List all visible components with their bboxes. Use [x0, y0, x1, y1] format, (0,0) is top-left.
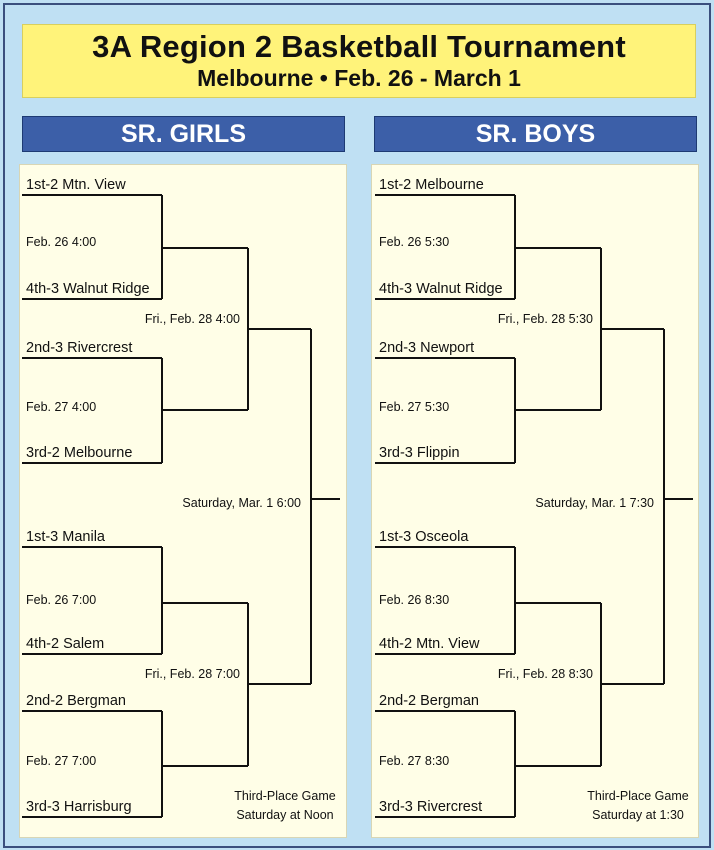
team-name: 3rd-3 Harrisburg — [26, 799, 132, 815]
team-name: 3rd-3 Rivercrest — [379, 799, 482, 815]
team-name: 3rd-3 Flippin — [379, 445, 460, 461]
team-name: 4th-3 Walnut Ridge — [26, 281, 150, 297]
team-name: 1st-2 Melbourne — [379, 177, 484, 193]
boys-heading: SR. BOYS — [374, 116, 697, 152]
round1-date: Feb. 27 4:00 — [26, 400, 96, 414]
team-name: 3rd-2 Melbourne — [26, 445, 132, 461]
semifinal-date: Fri., Feb. 28 5:30 — [498, 312, 593, 326]
team-name: 1st-2 Mtn. View — [26, 177, 126, 193]
round1-date: Feb. 27 5:30 — [379, 400, 449, 414]
team-name: 4th-3 Walnut Ridge — [379, 281, 503, 297]
round1-date: Feb. 27 8:30 — [379, 754, 449, 768]
team-name: 2nd-3 Newport — [379, 340, 474, 356]
round1-date: Feb. 26 4:00 — [26, 235, 96, 249]
third-place-time: Saturday at 1:30 — [592, 808, 684, 822]
boys-panel — [371, 164, 699, 838]
round1-date: Feb. 26 8:30 — [379, 593, 449, 607]
final-date: Saturday, Mar. 1 7:30 — [535, 496, 654, 510]
semifinal-date: Fri., Feb. 28 4:00 — [145, 312, 240, 326]
title-banner: 3A Region 2 Basketball Tournament Melbou… — [22, 24, 696, 98]
tournament-subtitle: Melbourne • Feb. 26 - March 1 — [197, 65, 521, 91]
round1-date: Feb. 26 7:00 — [26, 593, 96, 607]
semifinal-date: Fri., Feb. 28 8:30 — [498, 667, 593, 681]
girls-heading: SR. GIRLS — [22, 116, 345, 152]
team-name: 2nd-2 Bergman — [26, 693, 126, 709]
team-name: 1st-3 Manila — [26, 529, 106, 545]
final-date: Saturday, Mar. 1 6:00 — [182, 496, 301, 510]
team-name: 2nd-3 Rivercrest — [26, 340, 132, 356]
round1-date: Feb. 26 5:30 — [379, 235, 449, 249]
third-place-title: Third-Place Game — [234, 789, 335, 803]
team-name: 4th-2 Mtn. View — [379, 636, 480, 652]
team-name: 1st-3 Osceola — [379, 529, 469, 545]
round1-date: Feb. 27 7:00 — [26, 754, 96, 768]
team-name: 4th-2 Salem — [26, 636, 104, 652]
tournament-title: 3A Region 2 Basketball Tournament — [92, 29, 626, 64]
girls-panel — [19, 164, 347, 838]
third-place-time: Saturday at Noon — [236, 808, 333, 822]
third-place-title: Third-Place Game — [587, 789, 688, 803]
team-name: 2nd-2 Bergman — [379, 693, 479, 709]
semifinal-date: Fri., Feb. 28 7:00 — [145, 667, 240, 681]
